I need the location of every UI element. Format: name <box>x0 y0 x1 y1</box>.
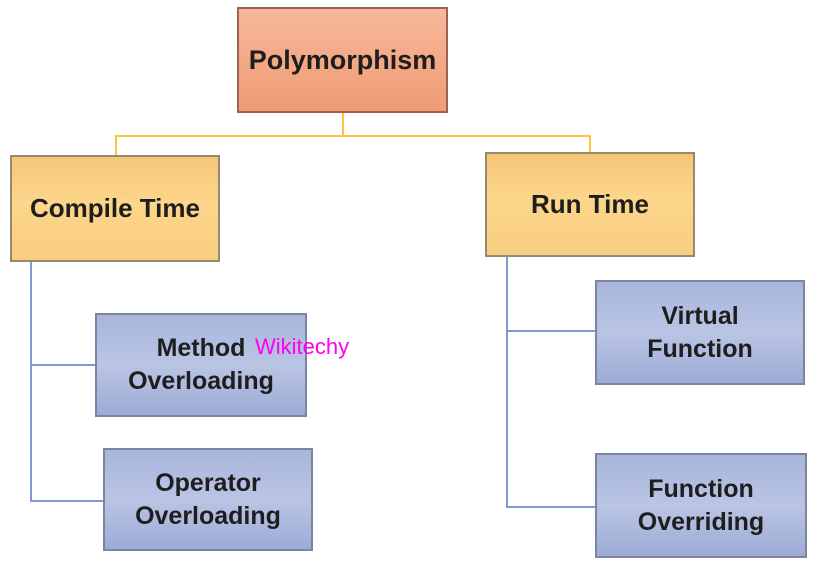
connector-compile-time-trunk <box>30 262 32 502</box>
connector-drop-run-time <box>589 135 591 153</box>
node-label: Function Overriding <box>637 474 765 536</box>
diagram-node-function-overriding: Function Overriding <box>595 453 807 558</box>
diagram-node-method-overloading: Method Overloading <box>95 313 307 417</box>
node-label: Operator Overloading <box>135 468 281 530</box>
node-label: Compile Time <box>29 193 200 223</box>
connector-to-method-overloading <box>30 364 96 366</box>
connector-to-function-overriding <box>506 506 596 508</box>
connector-root-horizontal <box>115 135 591 137</box>
connector-run-time-trunk <box>506 257 508 508</box>
node-label: Polymorphism <box>248 44 437 75</box>
wikitechy-watermark: Wikitechy <box>255 334 350 359</box>
connector-to-operator-overloading <box>30 500 104 502</box>
connector-to-virtual-function <box>506 330 596 332</box>
node-label: Virtual Function <box>647 301 753 363</box>
node-label: Method Overloading <box>128 334 274 395</box>
diagram-node-virtual-function: Virtual Function <box>595 280 805 385</box>
diagram-node-polymorphism: Polymorphism <box>237 7 448 113</box>
diagram-node-operator-overloading: Operator Overloading <box>103 448 313 551</box>
connector-drop-compile-time <box>115 135 117 156</box>
diagram-node-compile-time: Compile Time <box>10 155 220 262</box>
diagram-node-run-time: Run Time <box>485 152 695 257</box>
connector-root-stem <box>342 113 344 137</box>
node-label: Run Time <box>531 189 649 219</box>
